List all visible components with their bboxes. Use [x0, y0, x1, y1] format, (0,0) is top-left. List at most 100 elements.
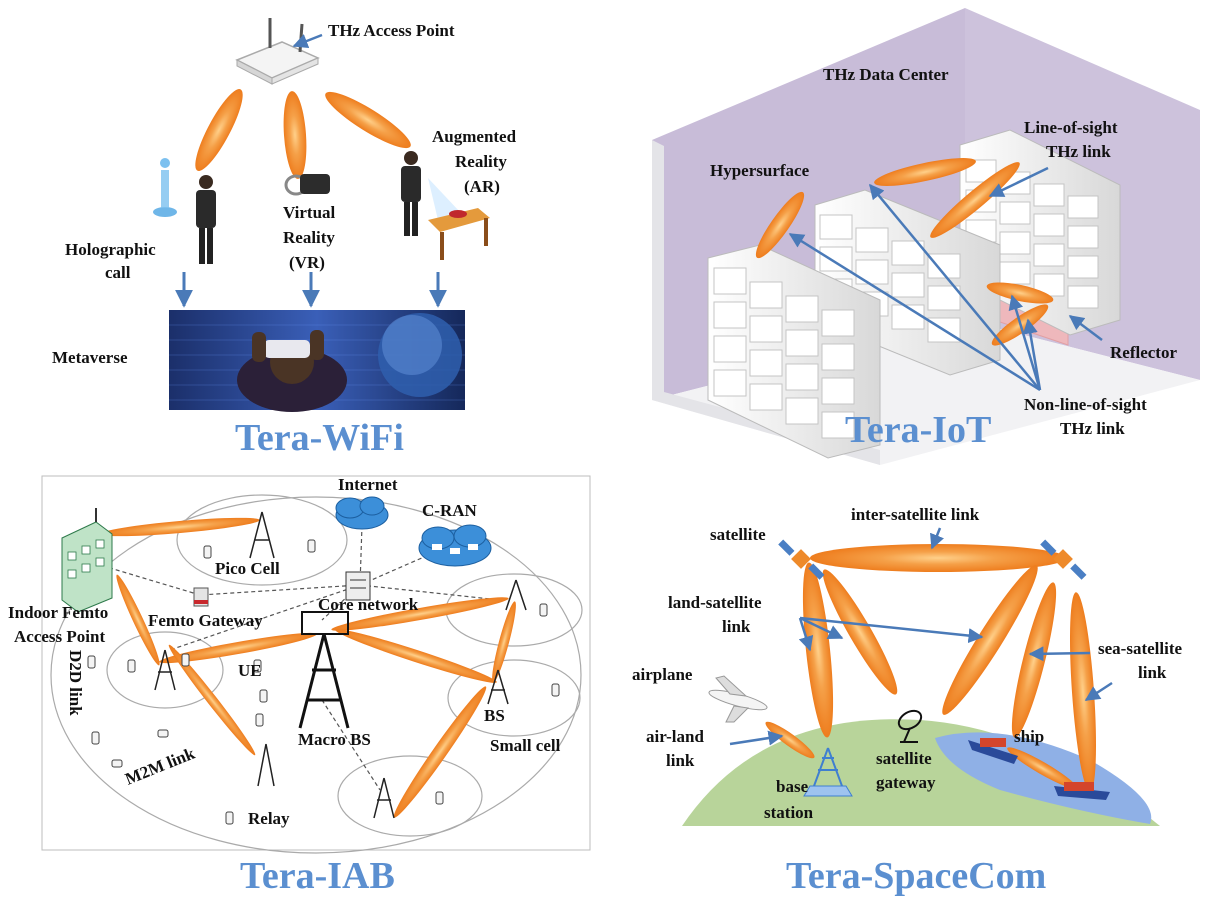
satellite-label: satellite [710, 525, 766, 544]
ar-label-2: Reality [455, 152, 507, 171]
los-label-2: THz link [1046, 142, 1111, 161]
vr-headset-icon [284, 174, 330, 196]
metaverse-image [169, 310, 465, 412]
beam-relay [168, 644, 256, 756]
air-land-label-1: air-land [646, 727, 704, 746]
los-label-1: Line-of-sight [1024, 118, 1118, 137]
router-icon [235, 18, 320, 85]
isl-label: inter-satellite link [851, 505, 980, 524]
ar-user-icon [401, 151, 490, 260]
pico-label: Pico Cell [215, 559, 280, 578]
sea-sat-label-1: sea-satellite [1098, 639, 1182, 658]
vr-label-2: Reality [283, 228, 335, 247]
cran-label: C-RAN [422, 501, 477, 520]
satellite-right-icon [1040, 539, 1087, 580]
beam-reflector [986, 282, 1054, 304]
sat-gw-label-1: satellite [876, 749, 932, 768]
vr-label-1: Virtual [283, 203, 336, 222]
d2d-label: D2D link [66, 650, 85, 716]
ap-arrow [292, 33, 323, 49]
beam-top [874, 158, 976, 186]
ship-label: ship [1014, 727, 1044, 746]
beam-femto-pico [100, 517, 260, 537]
server-rack-front [707, 244, 881, 459]
ap-label: THz Access Point [328, 21, 455, 40]
core-label: Core network [318, 595, 419, 614]
ship-icon-2 [1054, 782, 1110, 800]
land-sat-label-2: link [722, 617, 751, 636]
tera-spacecom-title: Tera-SpaceCom [786, 855, 1046, 897]
base-label-1: base [776, 777, 809, 796]
ship-icon-1 [968, 738, 1018, 764]
nlos-label-2: THz link [1060, 419, 1125, 438]
tera-wifi-title: Tera-WiFi [235, 417, 404, 459]
tera-iab-panel: Internet C-RAN Pico Cell Indoor Femto Ac… [8, 475, 591, 897]
beam-ship2-sat [1069, 592, 1097, 792]
beam-hypersurface [755, 191, 805, 259]
sat-gw-label-2: gateway [876, 773, 936, 792]
macro-cell-ellipse [50, 496, 582, 854]
femto-gw-label: Femto Gateway [148, 611, 263, 630]
air-land-label-2: link [666, 751, 695, 770]
small-cell-ellipse-bottom [337, 755, 483, 837]
tera-iab-title: Tera-IAB [240, 855, 395, 897]
tera-iot-panel: THz Data Center Line-of-sight THz link H… [652, 8, 1200, 465]
femto-cell-ellipse [106, 631, 224, 709]
small-cell-ellipse-mid [447, 659, 581, 737]
metaverse-label: Metaverse [52, 348, 128, 367]
macro-bs-icon [298, 611, 350, 729]
beam-los [930, 162, 1020, 238]
iot-arrows [788, 166, 1103, 392]
ue-phones [87, 539, 560, 825]
femto-gateway-icon [193, 587, 209, 607]
airplane-icon [708, 675, 768, 723]
internet-label: Internet [338, 475, 398, 494]
satellite-left-icon [778, 539, 825, 580]
vr-label-3: (VR) [289, 253, 325, 272]
beam-ship-ship [1007, 747, 1077, 789]
core-network-icon [345, 571, 371, 601]
small-cell-label: Small cell [490, 736, 561, 755]
tera-wifi-panel: THz Access Point Holographic call Virtua… [52, 18, 517, 459]
holo-label-2: call [105, 263, 131, 282]
tower-icons [154, 511, 527, 819]
beam-ar [325, 91, 411, 149]
land-sat-label-1: land-satellite [668, 593, 762, 612]
base-station-icon [803, 747, 853, 797]
holographic-user-icon [153, 158, 216, 264]
airplane-label: airplane [632, 665, 693, 684]
hypersurface-label: Hypersurface [710, 161, 810, 180]
indoor-label-1: Indoor Femto [8, 603, 108, 622]
beam-holo [195, 89, 243, 171]
tera-iot-title: Tera-IoT [845, 409, 991, 451]
reflector-label: Reflector [1110, 343, 1177, 362]
beam-femto-macro [159, 632, 317, 664]
beam-gw-sat [942, 565, 1038, 715]
beam-femto-femtocell [116, 574, 160, 666]
cran-cloud-icon [418, 524, 492, 567]
macro-label: Macro BS [298, 730, 371, 749]
tera-spacecom-panel: satellite inter-satellite link land-sate… [632, 505, 1182, 897]
relay-label: Relay [248, 809, 290, 828]
indoor-femto-building-icon [61, 508, 113, 613]
base-label-2: station [764, 803, 814, 822]
beam-inter-satellite [810, 544, 1066, 572]
space-arrows [729, 527, 1113, 746]
ar-label-1: Augmented [432, 127, 517, 146]
ue-label: UE [238, 661, 262, 680]
bs-label: BS [484, 706, 505, 725]
beam-land-sat-1 [802, 562, 834, 738]
beam-vr [283, 91, 307, 179]
beam-land-sat-2 [822, 569, 898, 695]
satellite-dish-icon [897, 709, 923, 743]
beam-bs-smallcell [393, 686, 487, 818]
holo-label-1: Holographic [65, 240, 156, 259]
pico-cell-ellipse [176, 494, 348, 586]
ar-label-3: (AR) [464, 177, 500, 196]
beam-macro-bs [335, 629, 497, 683]
indoor-label-2: Access Point [14, 627, 105, 646]
datacenter-label: THz Data Center [823, 65, 949, 84]
nlos-label-1: Non-line-of-sight [1024, 395, 1147, 414]
internet-cloud-icon [335, 496, 389, 530]
